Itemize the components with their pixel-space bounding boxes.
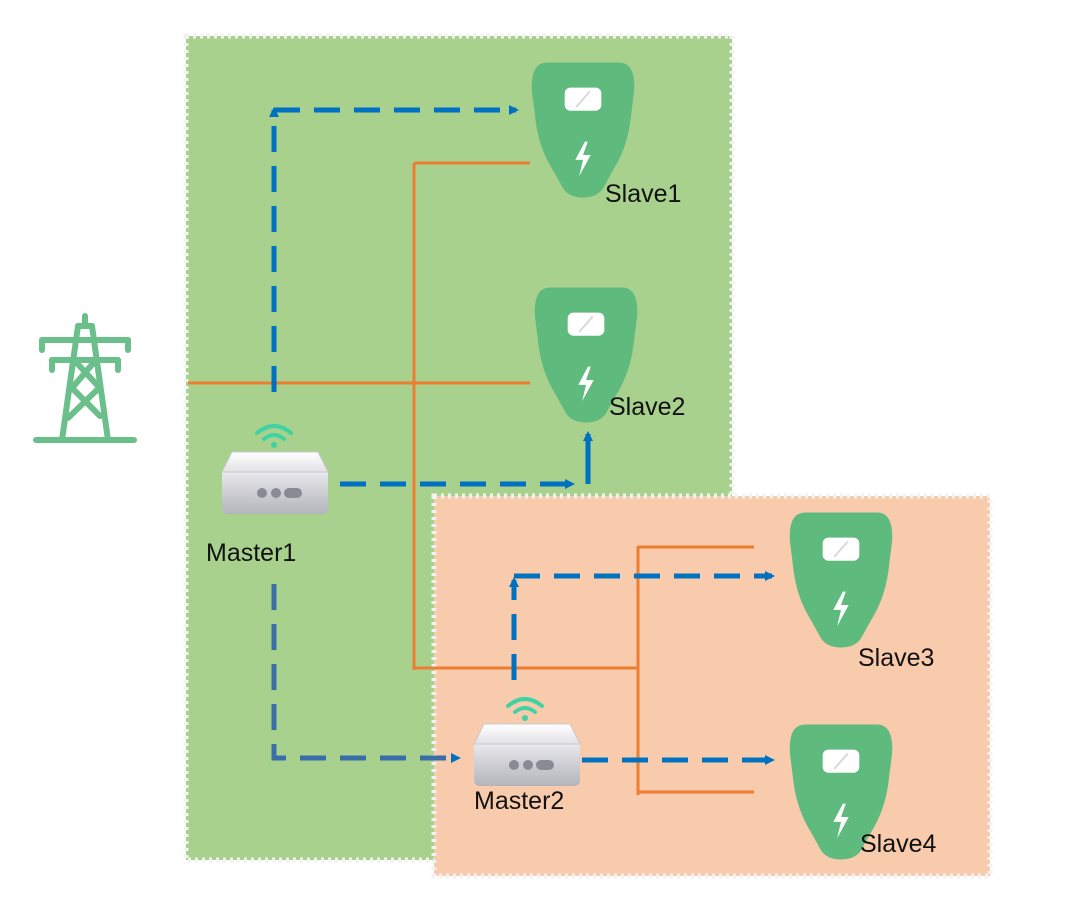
router-icon (473, 723, 581, 787)
master1-label: Master1 (206, 539, 296, 567)
link-master1-master2 (271, 584, 461, 763)
zone-master2 (431, 493, 993, 879)
slave1-label: Slave1 (605, 180, 681, 208)
power-tower-icon (33, 313, 137, 443)
slave2-label: Slave2 (609, 393, 685, 421)
slave3-label: Slave3 (858, 644, 934, 672)
router-icon (221, 451, 329, 515)
data-links (269, 105, 775, 765)
slave4-label: Slave4 (860, 830, 937, 858)
power-lines (188, 161, 754, 795)
master2-label: Master2 (474, 787, 564, 815)
